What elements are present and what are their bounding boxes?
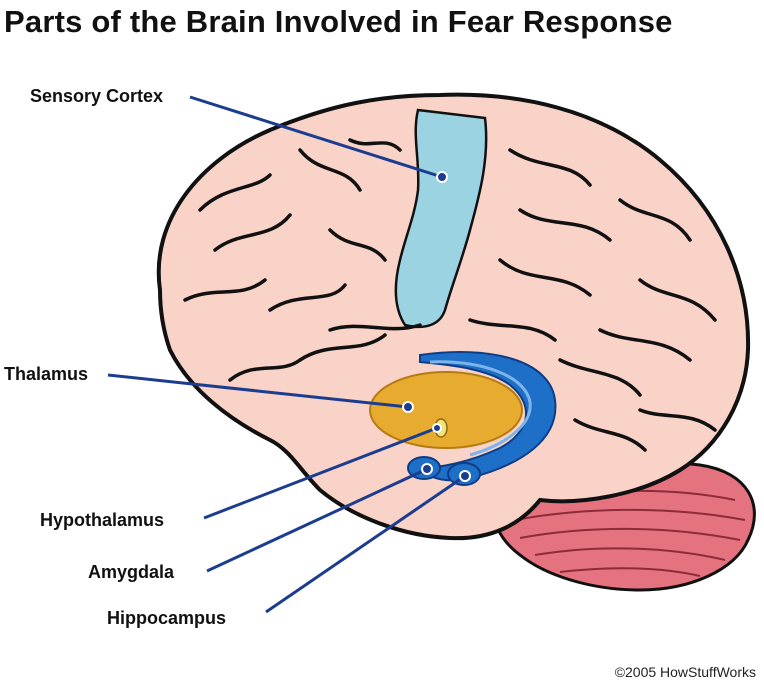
thalamus-dot: [402, 401, 414, 413]
label-hippocampus: Hippocampus: [107, 608, 227, 628]
hippocampus-dot: [459, 470, 471, 482]
leader-lines: [107, 95, 466, 614]
label-amygdala: Amygdala: [88, 562, 175, 582]
label-sensory-cortex: Sensory Cortex: [30, 86, 164, 106]
sensory-cortex-dot: [436, 171, 448, 183]
cerebrum: [156, 92, 751, 541]
label-hypothalamus: Hypothalamus: [40, 510, 165, 530]
label-thalamus: Thalamus: [4, 364, 89, 384]
hypothalamus-dot: [432, 423, 442, 433]
sensory-cortex-region: [394, 108, 488, 329]
thalamus-region: [369, 371, 523, 449]
pointer-dots: [402, 171, 471, 482]
amygdala-dot: [421, 463, 433, 475]
brain-folds: [183, 138, 717, 452]
page-title: Parts of the Brain Involved in Fear Resp…: [4, 4, 673, 39]
copyright-credit: ©2005 HowStuffWorks: [614, 664, 756, 680]
